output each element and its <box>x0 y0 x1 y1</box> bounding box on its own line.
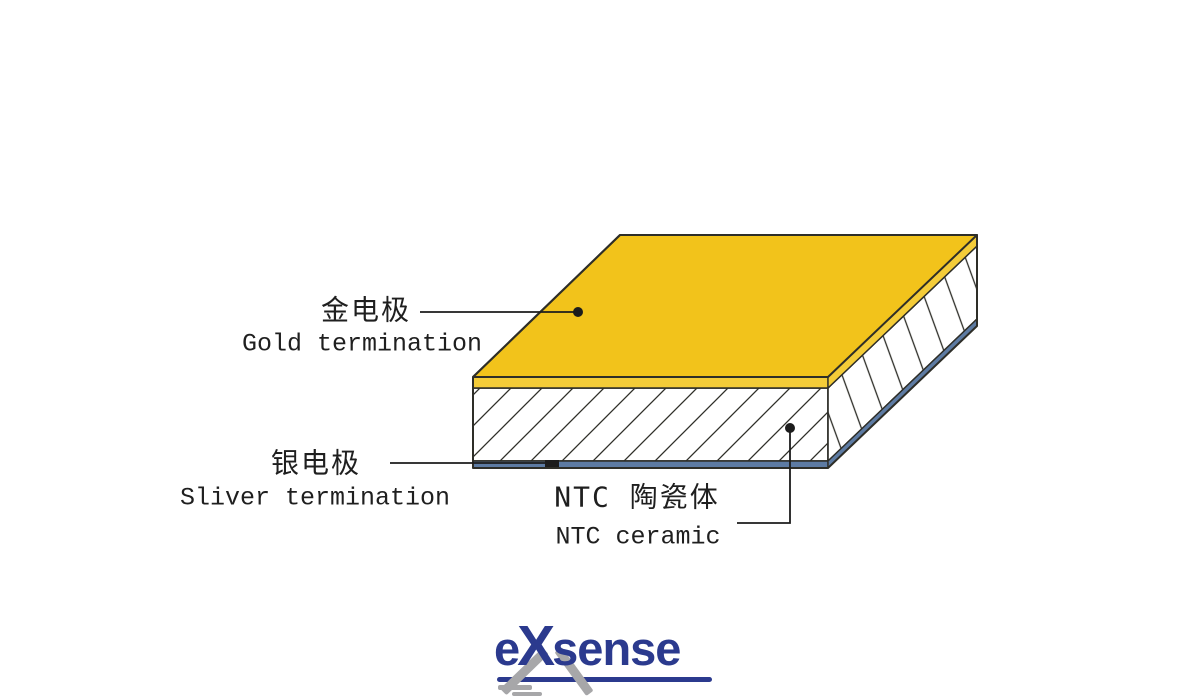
logo-dash-2 <box>512 692 542 696</box>
label-gold-en: Gold termination <box>241 329 483 359</box>
label-silver-zh: 银电极 <box>270 446 362 480</box>
logo-letters-sense: sense <box>552 622 681 675</box>
label-gold-zh: 金电极 <box>320 293 412 327</box>
leader-line-ceramic <box>737 428 791 524</box>
leader-dot-ceramic <box>785 423 795 433</box>
chip-front-ceramic-hatch <box>472 387 829 462</box>
label-silver-en: Sliver termination <box>179 483 451 513</box>
logo-text: e X sense <box>494 614 681 678</box>
logo-letter-e: e <box>494 622 520 675</box>
exsense-logo: e X sense <box>488 618 724 700</box>
chip-outline <box>472 234 978 469</box>
logo-letter-x: X <box>517 614 555 678</box>
label-ceramic-zh: NTC 陶瓷体 <box>554 480 720 514</box>
label-ceramic-en: NTC ceramic <box>555 522 721 552</box>
leader-dot-gold <box>573 307 583 317</box>
logo-underline <box>497 677 712 682</box>
chip-front-gold-strip <box>472 376 829 389</box>
logo-dash-1 <box>498 685 532 690</box>
leader-marker-silver <box>545 460 559 467</box>
chip-front-silver-strip <box>472 460 829 469</box>
